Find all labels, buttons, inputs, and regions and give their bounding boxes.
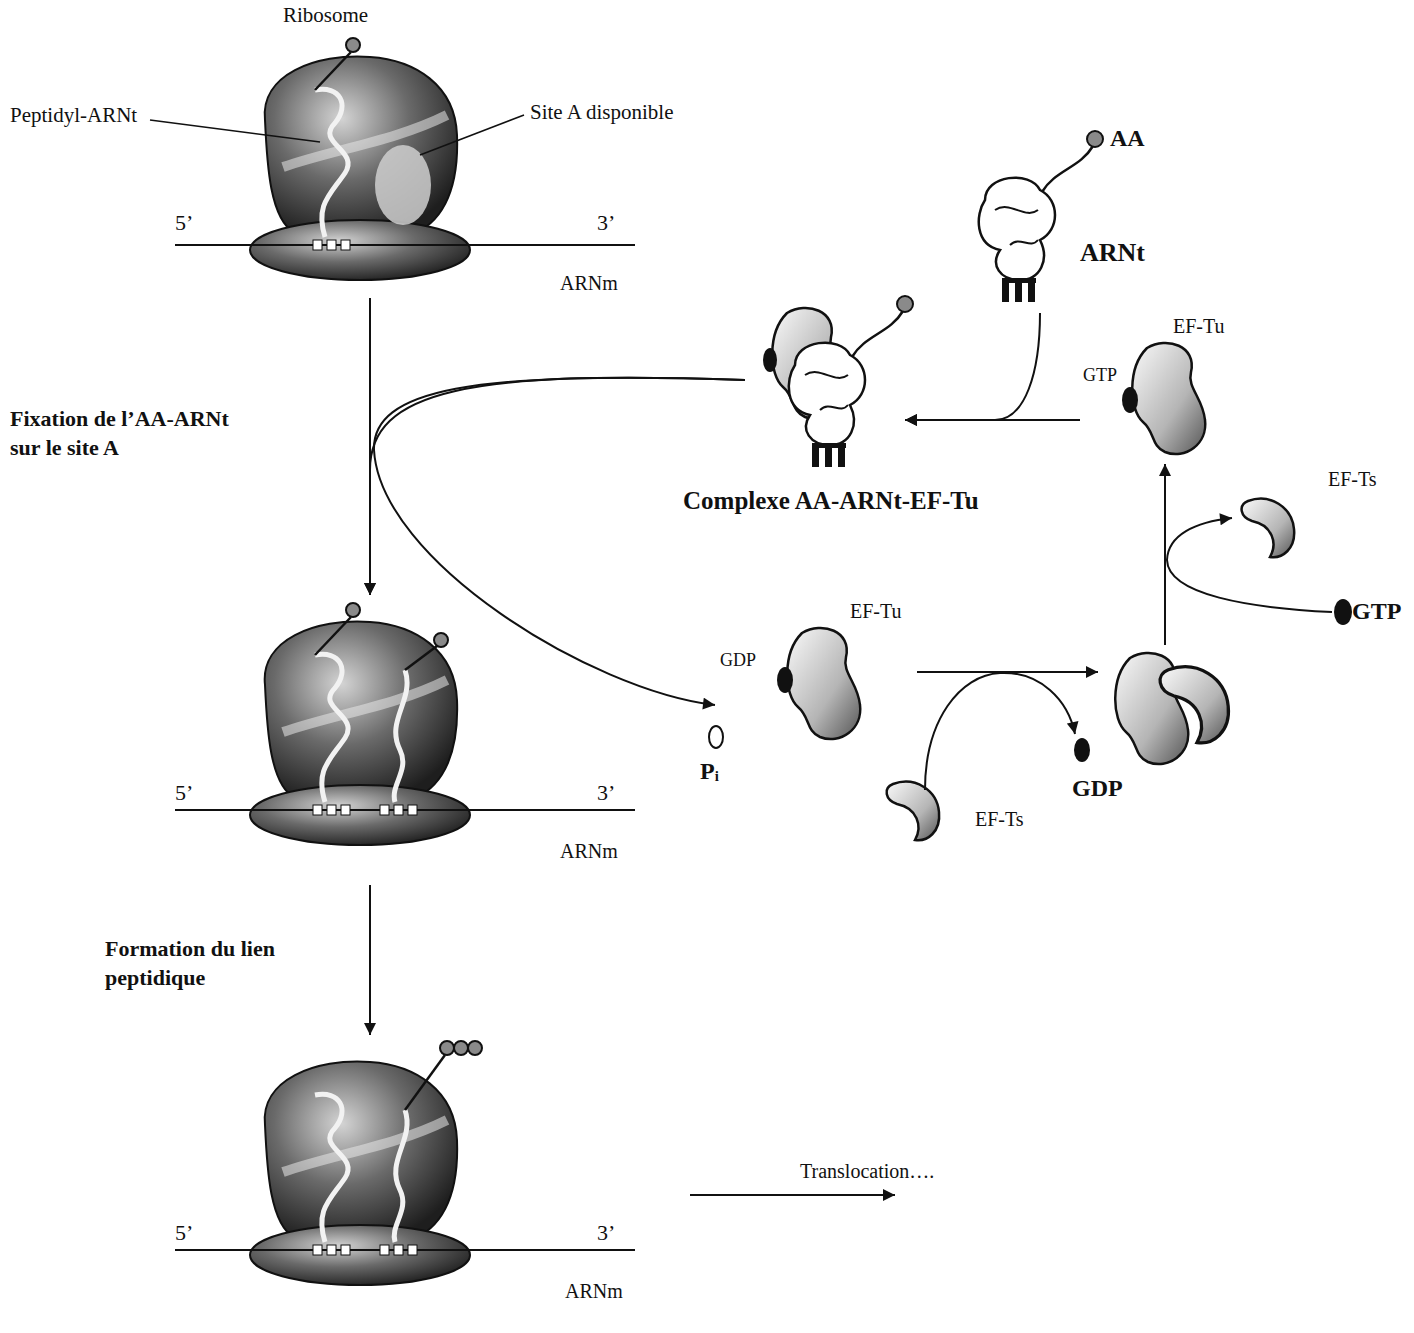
gdp-molecule [1074,738,1090,762]
annotation-label: Translocation…. [800,1160,934,1183]
cycle-arrow [1164,464,1166,645]
free-a-site [375,145,431,225]
aminoacyl-link [405,646,437,670]
ribosome-shape [175,57,635,280]
translocation-arrow [690,1194,895,1196]
ef-ts-shape [887,782,940,841]
amino-acid-dot [468,1041,482,1055]
node-text: 5’ [175,780,193,805]
amino-acid-dot [434,633,448,647]
annotation-label: Peptidyl-ARNt [10,103,137,127]
gdp-molecule [777,667,793,693]
amino-acid-dot [346,38,360,52]
annotation-label: EF-Ts [1328,468,1377,491]
ef-tu-shape [787,628,860,739]
complex-node: Complexe AA-ARNt-EF-Tu [745,290,905,475]
node-text: ARNt [1080,238,1145,268]
trna-illustration [789,296,913,467]
gtp-molecule [763,348,777,372]
node-text: GDP [720,650,756,671]
node-text: GTP [1083,365,1117,386]
ef-tu-gdp-node: EF-TuGDP [715,595,915,745]
annotation-label: GDP [1072,775,1123,803]
peptide-link [315,52,351,90]
ribosome-shape [175,1062,635,1285]
node-text: 5’ [175,210,193,235]
trna-node: AA ARNt [975,118,1170,313]
node-text: 3’ [597,780,615,805]
codon [394,805,403,815]
leader-line [150,120,320,142]
ribosome-illustration [175,1041,635,1285]
node-text: 3’ [597,210,615,235]
annotation-label: EF-Ts [975,808,1024,831]
cycle-arrow [1167,518,1332,612]
gtp-molecule [1334,599,1352,625]
ribosome-node: 5’ 3’ ARNm [165,40,645,298]
amino-acid-dot [440,1041,454,1055]
ribosome-node: 5’ 3’ ARNm [165,1035,645,1325]
node-text: Complexe AA-ARNt-EF-Tu [683,487,979,516]
leader-line [420,115,524,155]
amino-acid-dot [454,1041,468,1055]
codon [408,805,417,815]
annotation-label: GTP [1352,598,1401,626]
node-text: EF-Tu [850,600,902,623]
step-label: Fixation de l’AA-ARNt sur le site A [10,405,260,462]
codon [380,1245,389,1255]
gtp-molecule [1122,387,1138,413]
cycle-arrow [925,673,1075,790]
flow-arrow [370,378,745,595]
flow-arrow [905,419,1080,421]
annotation-label: Pᵢ [700,758,719,786]
flow-arrow [369,885,371,1035]
annotation-label: Site A disponible [530,100,674,124]
ribosome-illustration [175,603,635,845]
ribosome-shape [175,622,635,845]
ribosome-node: 5’ 3’ ARNm [165,595,645,885]
node-text: 5’ [175,1220,193,1245]
ef-ts-shape [1242,499,1295,558]
flow-arrow [374,378,745,705]
trna-illustration [979,131,1103,302]
node-text: ARNm [565,1280,623,1303]
ef-tu-shape [1132,343,1205,454]
node-text: EF-Tu [1173,315,1225,338]
ribosome-illustration [175,38,635,280]
codon [408,1245,417,1255]
node-text: 3’ [597,1220,615,1245]
flow-arrow [905,313,1040,420]
a-site-trna [394,670,407,802]
codon [394,1245,403,1255]
annotation-label: Ribosome [283,3,368,27]
ef-ts-shape [1160,667,1228,743]
amino-acid-dot [346,603,360,617]
peptide-link [315,617,351,655]
codon [380,805,389,815]
ef-tu-gtp-node: EF-TuGTP [1080,312,1260,460]
node-text: ARNm [560,840,618,863]
peptide-link [405,1055,445,1110]
a-site-trna [394,1110,407,1242]
step-label: Formation du lien peptidique [105,935,340,992]
node-text: AA [1110,125,1145,153]
phosphate-molecule [709,726,723,748]
node-text: ARNm [560,272,618,295]
